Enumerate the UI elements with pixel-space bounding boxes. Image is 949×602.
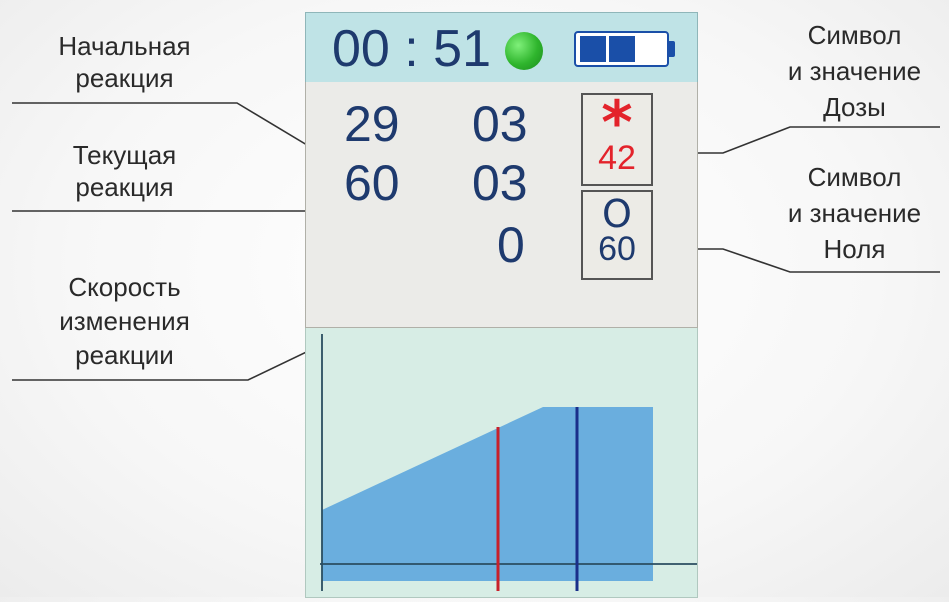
reaction-graph-panel	[305, 328, 698, 598]
status-bar: 00 : 51	[305, 12, 698, 84]
initial-reaction-value-1: 29	[344, 96, 400, 152]
label-line: Символ	[807, 20, 902, 50]
zero-marker-box: O 60	[581, 190, 653, 280]
battery-cell-1	[580, 36, 606, 62]
label-line: и значение	[787, 198, 922, 228]
status-led-icon	[505, 32, 543, 70]
label-line: и значение	[787, 56, 922, 86]
label-line: Текущая	[72, 140, 177, 170]
label-line: Символ	[807, 162, 902, 192]
readings-panel: 29 03 60 03 0 * 42 O 60	[305, 82, 698, 328]
label-current-reaction: Текущая реакция	[32, 139, 217, 203]
reaction-graph	[320, 334, 697, 591]
reaction-area	[322, 407, 653, 581]
initial-reaction-value-2: 03	[472, 96, 528, 152]
current-reaction-value-1: 60	[344, 155, 400, 211]
label-line: реакция	[75, 63, 174, 93]
label-line: Ноля	[823, 234, 886, 264]
leader-dose	[660, 126, 940, 154]
label-line: реакция	[75, 172, 174, 202]
dose-marker-box: * 42	[581, 93, 653, 186]
battery-cell-3	[638, 36, 664, 62]
battery-icon	[574, 31, 669, 67]
current-reaction-value-2: 03	[472, 155, 528, 211]
battery-cell-2	[609, 36, 635, 62]
label-dose: Символ и значение Дозы	[762, 17, 947, 125]
zero-value: 60	[598, 230, 636, 268]
battery-tip	[669, 41, 675, 57]
reaction-rate-value: 0	[497, 217, 525, 273]
label-line: Скорость	[68, 272, 181, 302]
label-line: Дозы	[823, 92, 886, 122]
label-line: реакции	[75, 340, 174, 370]
timer-display: 00 : 51	[332, 20, 492, 78]
label-zero: Символ и значение Ноля	[762, 159, 947, 267]
dose-symbol-icon: *	[601, 88, 633, 158]
dose-value: 42	[598, 139, 636, 177]
label-line: изменения	[59, 306, 190, 336]
label-initial-reaction: Начальная реакция	[32, 30, 217, 94]
label-reaction-rate: Скорость изменения реакции	[32, 270, 217, 372]
zero-symbol-icon: O	[602, 192, 632, 236]
device-screen: 00 : 51 29 03 60 03 0 * 42 O 60	[305, 12, 698, 598]
label-line: Начальная	[58, 31, 191, 61]
